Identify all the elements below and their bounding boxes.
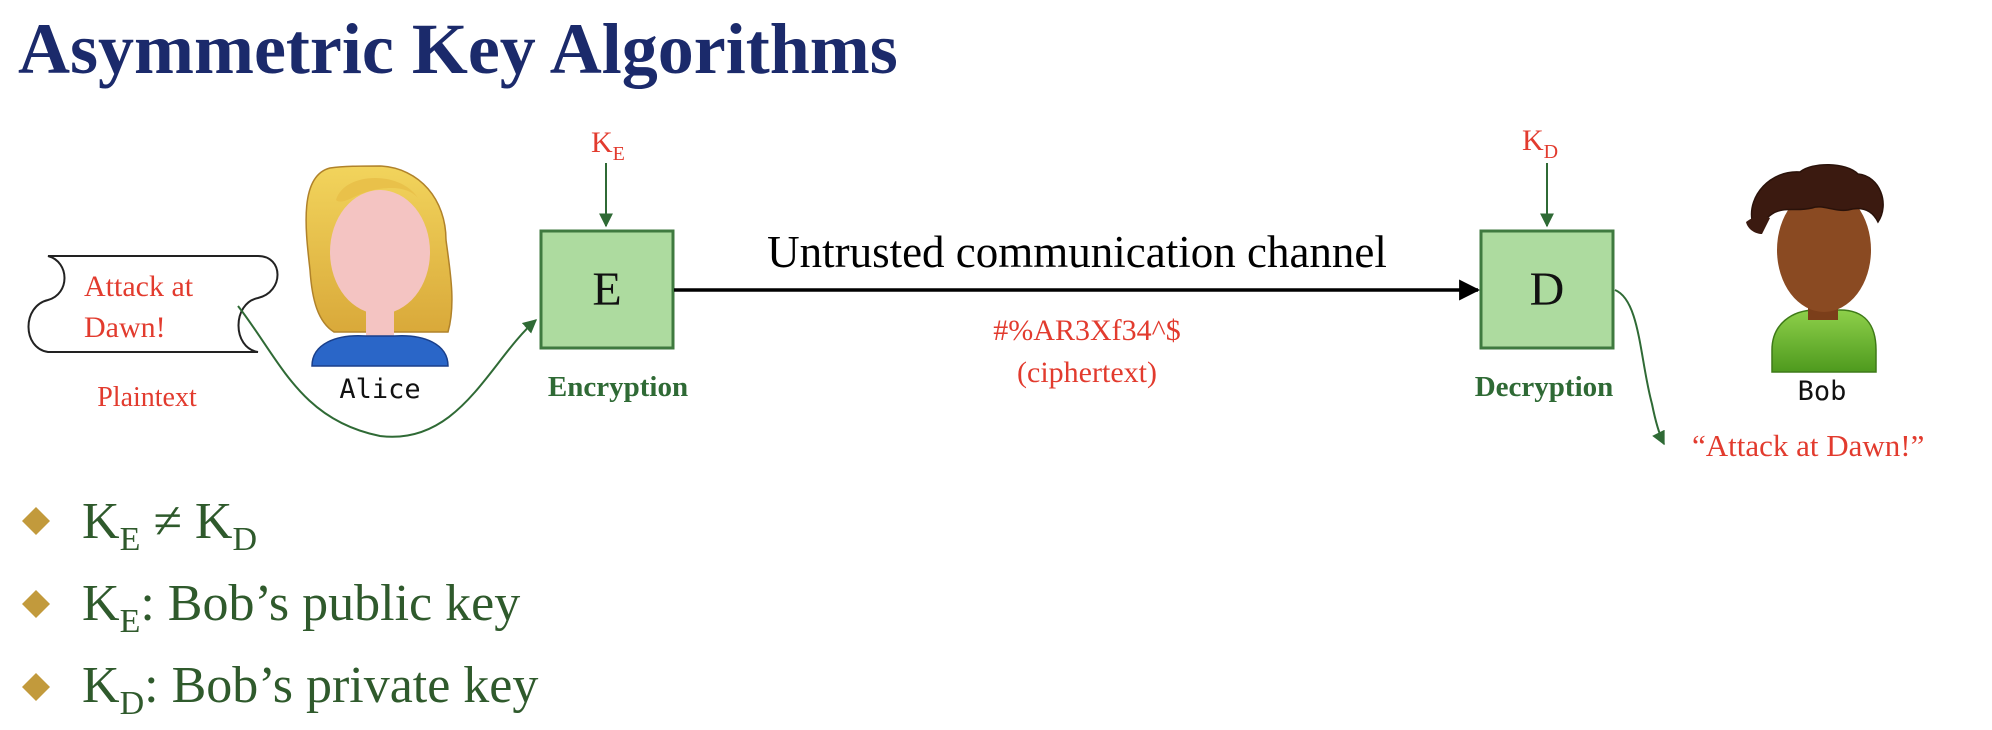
encryption-letter: E [592,263,621,316]
plaintext-scroll-icon [27,255,279,353]
bullet-item: KE: Bob’s public key [22,575,520,640]
decryption-box [1479,229,1615,350]
decryption-letter: D [1530,263,1565,316]
bullet-item: KE ≠ KD [22,493,257,558]
bob-label: Bob [1798,376,1847,407]
alice-avatar-icon [305,165,453,367]
ciphertext-label: (ciphertext) [1017,356,1157,389]
plaintext-line-1: Attack at [84,270,194,303]
channel-label: Untrusted communication channel [767,227,1387,277]
diamond-bullet-icon [22,507,50,535]
diamond-bullet-icon [22,673,50,701]
bullet-1-text: KE ≠ KD [82,493,257,558]
bullet-2-text: KE: Bob’s public key [82,575,520,640]
plaintext-label: Plaintext [97,382,197,413]
bob-avatar-icon [1746,164,1884,373]
decrypted-message: “Attack at Dawn!” [1692,428,1924,463]
decryption-to-output-curve [1614,289,1665,446]
diamond-bullet-icon [22,590,50,618]
encryption-key-label: KE [591,126,625,165]
ciphertext-value: #%AR3Xf34^$ [993,314,1180,347]
alice-to-encryption-curve [237,305,538,438]
encryption-box [539,229,675,350]
bullet-3-text: KD: Bob’s private key [82,657,538,722]
bullet-item: KD: Bob’s private key [22,657,538,722]
decryption-label: Decryption [1475,371,1614,403]
slide-title: Asymmetric Key Algorithms [18,9,898,89]
encryption-label: Encryption [548,371,688,403]
decryption-key-label: KD [1522,124,1558,163]
alice-label: Alice [339,374,420,405]
plaintext-line-2: Dawn! [84,311,166,344]
